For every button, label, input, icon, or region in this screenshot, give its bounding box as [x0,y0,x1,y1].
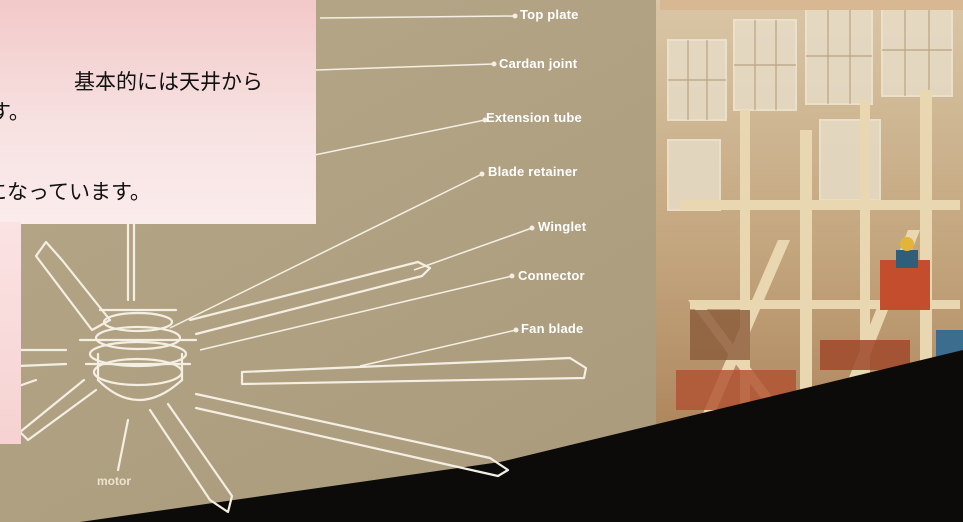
blade-upper-left [34,240,112,332]
description-side-panel [0,222,21,444]
hub-ring-top [102,311,174,333]
leader-extension-tube [299,119,486,159]
motor-housing [96,378,184,401]
dark-diagonal-band [80,350,963,522]
callout-dots [479,13,535,333]
leader-top-plate [319,15,516,19]
leader-blade-retainer [169,173,483,329]
leader-fan-blade [359,329,517,367]
blade-down [148,402,234,514]
label-connector: Connector [518,268,585,283]
label-motor: motor [97,474,131,488]
label-fan-blade: Fan blade [521,321,584,336]
blade-lower-left [18,378,98,442]
hub-ring-mid [94,325,182,351]
label-extension-tube: Extension tube [486,110,582,125]
label-winglet: Winglet [538,219,587,234]
leader-winglet [413,227,533,271]
leader-connector [199,275,513,351]
label-top-plate: Top plate [520,7,579,22]
description-line-2: す。 [0,100,30,124]
description-line-3: になっています。 [0,180,151,204]
label-blade-retainer: Blade retainer [488,164,578,179]
callout-leaders [169,15,533,367]
blade-right [240,356,588,386]
leader-cardan-joint [315,63,495,71]
factory-window-grid [668,4,952,120]
factory-photo [656,0,963,522]
blade-upper-right [188,260,432,336]
description-line-1: 基本的には天井から [74,70,263,94]
label-cardan-joint: Cardan joint [499,56,578,71]
blade-lower-right [194,392,510,478]
description-text-box: 基本的には天井から す。 になっています。 [0,0,316,224]
fan-line-art [0,198,588,514]
